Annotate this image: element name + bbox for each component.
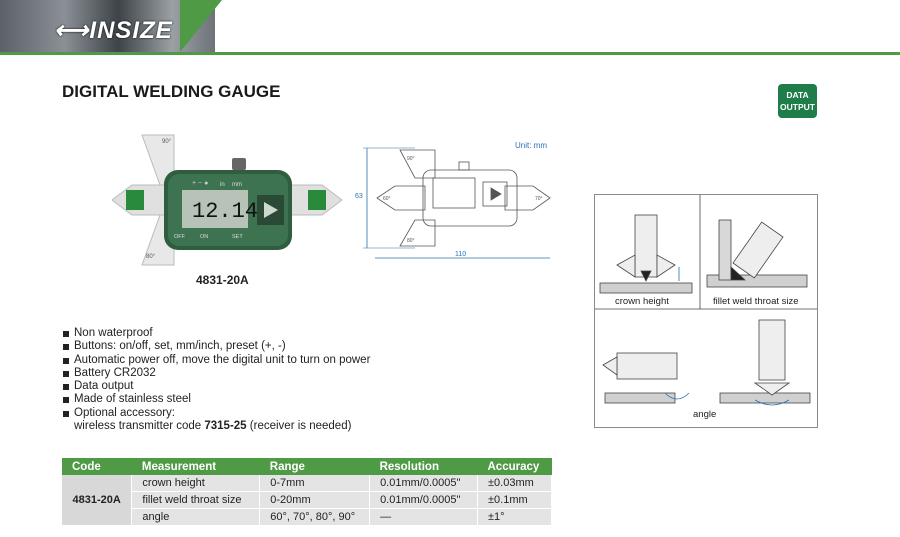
col-accuracy: Accuracy xyxy=(477,458,552,475)
cell: — xyxy=(369,508,478,526)
col-code: Code xyxy=(62,458,132,475)
feature-item: Automatic power off, move the digital un… xyxy=(62,353,371,366)
drawing-a70: 70° xyxy=(535,196,543,202)
product-display-value: 12.14 xyxy=(192,199,258,224)
cell: 60°, 70°, 80°, 90° xyxy=(259,508,371,526)
cell: crown height xyxy=(131,475,261,492)
cell: 0.01mm/0.0005" xyxy=(369,491,478,509)
feature-item: Optional accessory: xyxy=(62,407,370,420)
product-btn-mm: mm xyxy=(232,182,242,188)
col-range: Range xyxy=(259,458,370,475)
cell: angle xyxy=(131,508,261,526)
dimension-drawing: 63 110 90° 80° 60° 70° xyxy=(355,147,551,259)
product-btn-set: SET xyxy=(232,234,243,240)
cell-code: 4831-20A xyxy=(62,475,133,526)
drawing-a90: 90° xyxy=(407,156,415,162)
cell: fillet weld throat size xyxy=(131,491,261,509)
cell: ±0.1mm xyxy=(477,491,552,509)
product-btn-off: OFF xyxy=(174,234,186,240)
cell: 0-7mm xyxy=(259,475,371,492)
feature-item: Battery CR2032 xyxy=(62,367,370,380)
drawing-height: 63 xyxy=(355,193,363,200)
drawing-a80: 80° xyxy=(407,238,415,244)
badge-line2: OUTPUT xyxy=(780,102,815,112)
col-measurement: Measurement xyxy=(131,458,260,475)
product-angle-top: 90° xyxy=(162,139,172,145)
cell: ±0.03mm xyxy=(477,475,552,492)
cell: ±1° xyxy=(477,508,552,526)
table-row: angle 60°, 70°, 80°, 90° — ±1° xyxy=(62,508,552,526)
header-photo-band xyxy=(0,0,215,52)
table-row: fillet weld throat size 0-20mm 0.01mm/0.… xyxy=(62,491,552,509)
caption-fillet-weld: fillet weld throat size xyxy=(713,296,799,307)
cell: 0.01mm/0.0005" xyxy=(369,475,478,492)
data-output-badge: DATA OUTPUT xyxy=(778,84,817,118)
feature-item: Data output xyxy=(62,380,370,393)
feature-item: Made of stainless steel xyxy=(62,393,370,406)
badge-line1: DATA xyxy=(786,90,809,100)
drawing-a60: 60° xyxy=(383,196,391,202)
brand-logo: ⟷INSIZE xyxy=(54,17,173,44)
table-row: 4831-20A crown height 0-7mm 0.01mm/0.000… xyxy=(62,475,552,526)
caption-angle: angle xyxy=(693,409,717,420)
col-resolution: Resolution xyxy=(369,458,478,475)
cell: 0-20mm xyxy=(259,491,371,509)
feature-item: Non waterproof xyxy=(62,327,370,340)
page-header: ⟷INSIZE xyxy=(0,0,900,58)
feature-item: Buttons: on/off, set, mm/inch, preset (+… xyxy=(62,340,370,353)
feature-list: Non waterproof Buttons: on/off, set, mm/… xyxy=(62,327,370,433)
product-btn-on: ON xyxy=(200,234,208,240)
feature-accessory-line: wireless transmitter code 7315-25 (recei… xyxy=(74,420,370,433)
product-angle-bottom: 80° xyxy=(146,254,156,260)
caption-crown-height: crown height xyxy=(615,296,669,307)
product-photo: 90° 80° + − ● in mm 12.14 OFF ON SET xyxy=(112,134,342,266)
product-btn-in: in xyxy=(220,182,225,188)
application-illustrations: crown height fillet weld throat size ang… xyxy=(594,194,818,428)
table-header-row: Code Measurement Range Resolution Accura… xyxy=(62,458,552,475)
drawing-unit: Unit: mm xyxy=(515,141,547,150)
header-rule xyxy=(0,52,900,55)
drawing-width: 110 xyxy=(455,251,466,258)
application-diagram xyxy=(595,195,817,406)
accessory-prefix: wireless transmitter code xyxy=(74,420,205,433)
accessory-suffix: (receiver is needed) xyxy=(246,420,352,433)
header-green-accent xyxy=(180,0,222,52)
product-model-label: 4831-20A xyxy=(196,273,249,287)
accessory-code: 7315-25 xyxy=(204,420,247,433)
page-title: DIGITAL WELDING GAUGE xyxy=(62,82,281,101)
spec-table: Code Measurement Range Resolution Accura… xyxy=(62,458,552,526)
svg-text:+ − ●: + − ● xyxy=(192,180,208,187)
